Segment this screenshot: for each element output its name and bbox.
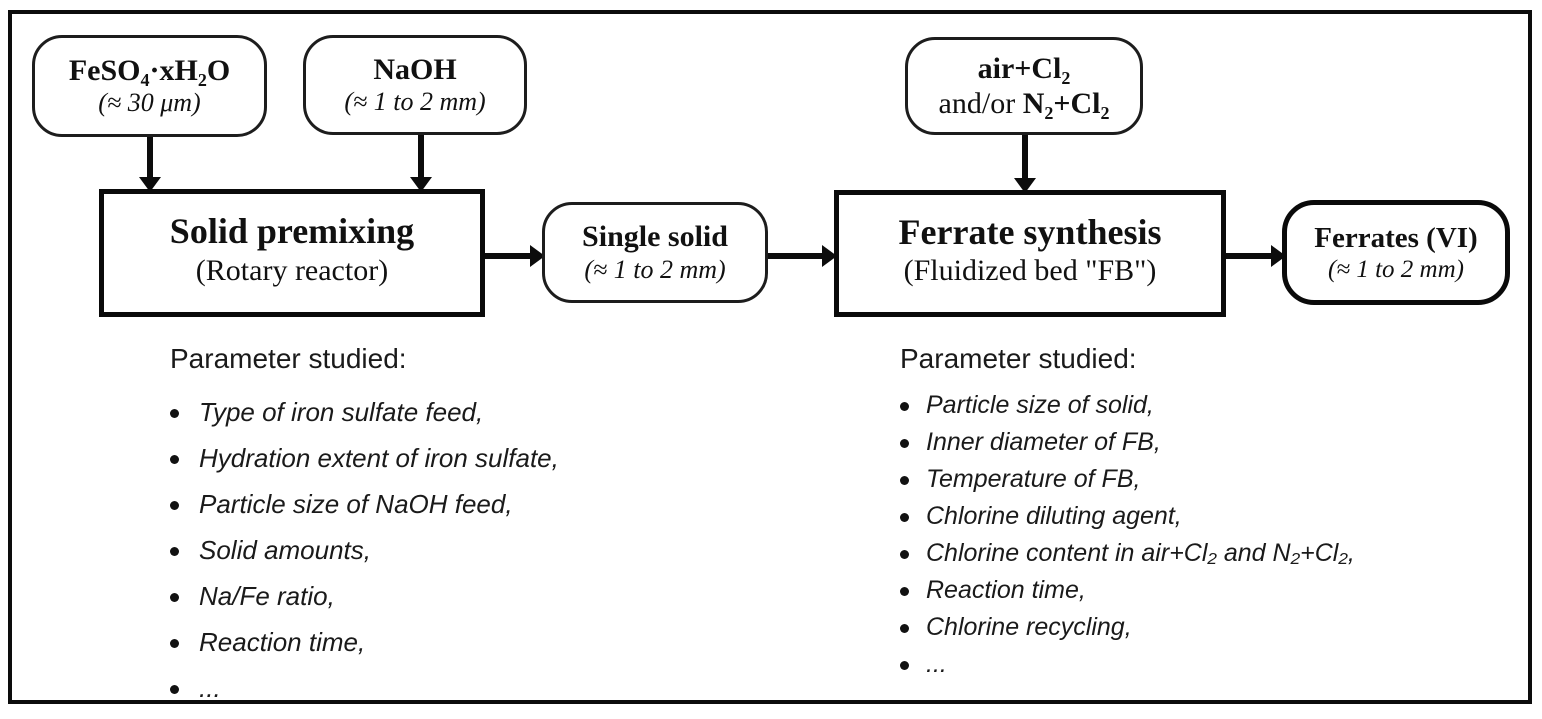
arrow-head-down-icon [1014,178,1036,193]
premixing-to-single-solid-arrow [483,243,545,269]
parameter-item: Reaction time, [170,619,559,665]
node-title: FeSO₄·xH₂O [68,53,231,87]
bullet-icon [900,402,909,411]
arrow-shaft [1022,134,1028,179]
bullet-icon [900,661,909,670]
parameters-title: Parameter studied: [900,343,1137,374]
parameter-text: Chlorine recycling, [926,613,1132,641]
node-title: Single solid [582,220,728,254]
arrow-shaft [418,134,424,178]
bullet-icon [170,454,179,464]
node-ferrate-synthesis: Ferrate synthesis (Fluidized bed "FB") [834,190,1226,317]
bullet-icon [900,439,909,448]
parameter-text: Na/Fe ratio, [199,580,335,611]
parameter-text: Chlorine diluting agent, [926,502,1182,530]
arrow-shaft [483,253,532,259]
arrow-shaft [1224,253,1273,259]
node-ferrates-vi: Ferrates (VI) (≈ 1 to 2 mm) [1282,200,1510,305]
node-air-cl2: air+Cl₂ and/or N₂+Cl₂ [905,37,1143,135]
parameters-list: Type of iron sulfate feed, Hydration ext… [170,389,559,711]
premixing-parameters: Parameter studied: Type of iron sulfate … [170,343,559,711]
parameter-item: Hydration extent of iron sulfate, [170,435,559,481]
bullet-icon [170,500,179,510]
parameter-item: Type of iron sulfate feed, [170,389,559,435]
parameter-text: ... [926,650,947,678]
parameter-item: Chlorine recycling, [900,609,1355,646]
bullet-icon [900,624,909,633]
bullet-icon [170,684,179,694]
parameter-item: Solid amounts, [170,527,559,573]
node-subtitle: (Fluidized bed "FB") [903,254,1157,288]
n2-cl2-text: N₂+Cl₂ [1022,87,1110,120]
single-solid-to-synthesis-arrow [766,243,837,269]
feso4-to-premixing-arrow [137,136,163,192]
bullet-icon [900,587,909,596]
parameter-text: Particle size of solid, [926,391,1154,419]
node-title: NaOH [373,52,457,86]
parameter-item: Particle size of solid, [900,387,1355,424]
parameter-text: Reaction time, [926,576,1086,604]
node-naoh: NaOH (≈ 1 to 2 mm) [303,35,527,135]
parameter-text: Particle size of NaOH feed, [199,488,513,519]
node-feso4: FeSO₄·xH₂O (≈ 30 μm) [32,35,267,137]
bullet-icon [170,408,179,418]
bullet-icon [170,546,179,556]
node-subtitle: (≈ 1 to 2 mm) [584,254,726,284]
parameter-text: Solid amounts, [199,534,371,565]
bullet-icon [900,513,909,522]
node-subtitle: (≈ 1 to 2 mm) [1328,255,1464,283]
parameter-text: Reaction time, [199,626,366,657]
parameter-item: Na/Fe ratio, [170,573,559,619]
arrow-head-right-icon [530,245,545,267]
bullet-icon [900,476,909,485]
node-subtitle: (≈ 1 to 2 mm) [344,87,486,117]
parameter-text: Type of iron sulfate feed, [199,396,484,427]
parameter-text: Hydration extent of iron sulfate, [199,442,559,473]
synthesis-parameters: Parameter studied: Particle size of soli… [900,343,1355,683]
node-title: Ferrates (VI) [1314,221,1478,254]
parameters-title: Parameter studied: [170,343,407,374]
node-title: Solid premixing [169,211,415,252]
node-single-solid: Single solid (≈ 1 to 2 mm) [542,202,768,303]
figure-border [8,10,1532,704]
parameter-item: Temperature of FB, [900,461,1355,498]
parameter-item: ... [900,646,1355,683]
air-cl2-to-synthesis-arrow [1012,134,1038,193]
parameter-item: Inner diameter of FB, [900,424,1355,461]
arrow-shaft [147,136,153,178]
node-subtitle: and/or N₂+Cl₂ [939,86,1110,121]
parameters-list: Particle size of solid, Inner diameter o… [900,387,1355,683]
arrow-head-down-icon [139,177,161,192]
parameter-text: Temperature of FB, [926,465,1141,493]
and-or-text: and/or [938,87,1023,120]
node-subtitle: (≈ 30 μm) [98,88,201,118]
parameter-text: Inner diameter of FB, [926,428,1161,456]
parameter-item: Chlorine content in air+Cl₂ and N₂+Cl₂, [900,535,1355,572]
node-title: Ferrate synthesis [898,211,1162,252]
synthesis-to-ferrates-arrow [1224,243,1286,269]
bullet-icon [170,592,179,602]
arrow-head-right-icon [822,245,837,267]
parameter-item: Particle size of NaOH feed, [170,481,559,527]
parameter-text: ... [199,672,221,703]
parameter-text: Chlorine content in air+Cl₂ and N₂+Cl₂, [926,539,1355,567]
parameter-item: Chlorine diluting agent, [900,498,1355,535]
arrow-shaft [766,253,824,259]
parameter-item: Reaction time, [900,572,1355,609]
bullet-icon [900,550,909,559]
bullet-icon [170,638,179,648]
node-title: air+Cl₂ [977,51,1071,85]
naoh-to-premixing-arrow [408,134,434,192]
arrow-head-down-icon [410,177,432,192]
node-solid-premixing: Solid premixing (Rotary reactor) [99,189,485,317]
parameter-item: ... [170,665,559,711]
node-subtitle: (Rotary reactor) [195,253,389,287]
